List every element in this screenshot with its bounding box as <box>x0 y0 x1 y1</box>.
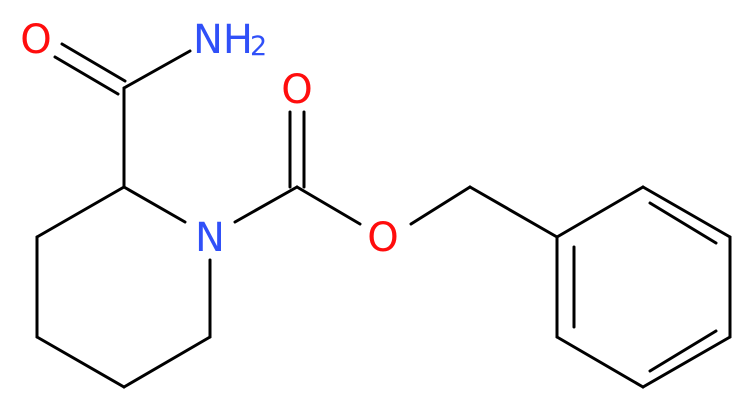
ring-c5-c6-bond <box>122 335 212 389</box>
amide-carbonyl-double-bond-b <box>60 42 127 83</box>
amide-nitrogen-label: NH <box>193 17 253 63</box>
benzene-bond-1 <box>555 185 645 239</box>
ring-c4-c5-bond <box>35 335 126 389</box>
ester-oxygen-label: O <box>367 215 398 261</box>
benzene-bond-5 <box>555 335 645 389</box>
ring-nitrogen-label: N <box>195 215 225 261</box>
benzene-bond-4 <box>641 335 732 389</box>
amide-nitrogen-subscript: 2 <box>250 31 267 62</box>
amide-carbonyl-double-bond-a <box>53 55 120 96</box>
n-carbamate-bond <box>233 185 299 224</box>
amide-c-n-bond <box>122 49 192 90</box>
ch2-phenyl-bond <box>468 185 559 239</box>
benzene-bond-2 <box>641 185 732 239</box>
carbamate-ester-o-bond <box>295 185 362 226</box>
benzene-inner-bond-2 <box>648 329 718 373</box>
ring-c2-n1-bond <box>122 185 187 224</box>
atom-labels: O NH 2 N O O <box>20 17 398 261</box>
ester-o-ch2-bond <box>409 185 472 226</box>
benzene-inner-bond-3 <box>648 201 718 245</box>
ring-c2-c3-bond <box>35 185 126 239</box>
amide-oxygen-label: O <box>20 17 51 63</box>
bonds <box>35 42 732 389</box>
carbonyl-oxygen-label: O <box>281 67 312 113</box>
